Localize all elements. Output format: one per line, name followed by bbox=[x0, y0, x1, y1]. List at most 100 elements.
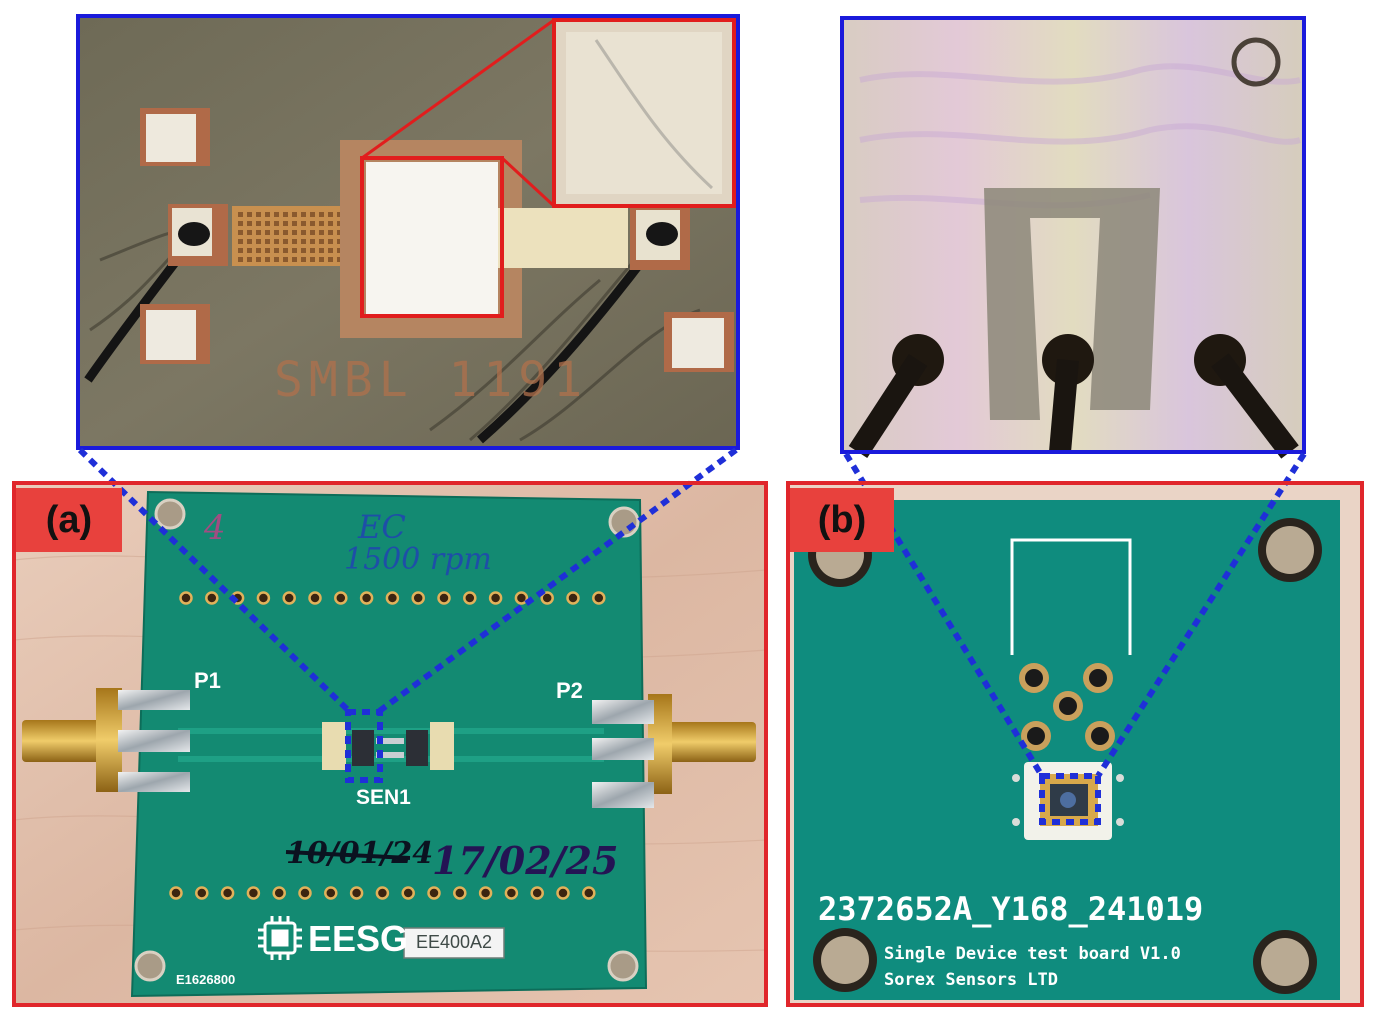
mesh-cell bbox=[283, 221, 288, 226]
mesh-cell bbox=[247, 230, 252, 235]
board-manufacturer: Sorex Sensors LTD bbox=[884, 970, 1058, 990]
handwriting-ec: EC bbox=[358, 508, 406, 546]
header-hole bbox=[427, 886, 441, 900]
mesh-cell bbox=[256, 230, 261, 235]
header-hole bbox=[272, 886, 286, 900]
header-hole bbox=[205, 591, 219, 605]
mesh-cell bbox=[274, 212, 279, 217]
mesh-cell bbox=[265, 212, 270, 217]
panel-b-board-photo bbox=[788, 483, 1362, 1005]
mesh-cell bbox=[283, 230, 288, 235]
port-p1-label: P1 bbox=[194, 668, 221, 693]
header-hole bbox=[411, 591, 425, 605]
mesh-cell bbox=[337, 257, 342, 262]
mesh-cell bbox=[328, 239, 333, 244]
header-hole bbox=[246, 886, 261, 900]
mesh-cell bbox=[337, 230, 342, 235]
mesh-cell bbox=[328, 212, 333, 217]
port-p2-label: P2 bbox=[556, 678, 583, 703]
date-crossed-out: 10/01/24 bbox=[286, 836, 434, 871]
mesh-cell bbox=[301, 230, 306, 235]
mesh-cell bbox=[238, 212, 243, 217]
header-hole bbox=[298, 886, 312, 900]
mesh-cell bbox=[265, 221, 270, 226]
mesh-cell bbox=[265, 230, 270, 235]
mesh-cell bbox=[283, 248, 288, 253]
mesh-cell bbox=[319, 257, 324, 262]
mesh-cell bbox=[274, 248, 279, 253]
mesh-cell bbox=[328, 230, 333, 235]
panel-a-label: (a) bbox=[16, 488, 122, 552]
mesh-cell bbox=[247, 248, 252, 253]
mesh-cell bbox=[238, 221, 243, 226]
mesh-cell bbox=[319, 230, 324, 235]
header-hole bbox=[478, 886, 493, 900]
mesh-cell bbox=[265, 248, 270, 253]
panel-b-micrograph bbox=[840, 16, 1306, 459]
mesh-cell bbox=[328, 248, 333, 253]
mesh-cell bbox=[310, 257, 315, 262]
header-hole bbox=[437, 591, 451, 605]
mesh-cell bbox=[319, 239, 324, 244]
mesh-cell bbox=[337, 221, 342, 226]
mesh-cell bbox=[292, 212, 297, 217]
mesh-cell bbox=[337, 239, 342, 244]
board-serial: E1626800 bbox=[176, 972, 236, 987]
sensor-label: SEN1 bbox=[356, 786, 411, 809]
mesh-cell bbox=[247, 221, 252, 226]
header-hole bbox=[308, 591, 322, 605]
date-current: 17/02/25 bbox=[432, 838, 619, 883]
header-hole bbox=[514, 591, 529, 605]
heater-trace bbox=[984, 188, 1160, 420]
mesh-cell bbox=[337, 212, 342, 217]
mesh-cell bbox=[274, 239, 279, 244]
mesh-cell bbox=[292, 239, 297, 244]
header-hole bbox=[463, 591, 477, 605]
board-code-text: EE400A2 bbox=[415, 932, 493, 952]
mesh-cell bbox=[337, 248, 342, 253]
header-hole bbox=[504, 886, 519, 900]
mesh-cell bbox=[256, 257, 261, 262]
mesh-cell bbox=[319, 221, 324, 226]
panel-a-board-photo bbox=[13, 483, 767, 1005]
header-hole bbox=[169, 886, 183, 900]
eesg-logo-text: EESG bbox=[308, 918, 409, 959]
mesh-cell bbox=[319, 248, 324, 253]
mesh-cell bbox=[301, 221, 306, 226]
device-package bbox=[1012, 762, 1124, 840]
mesh-cell bbox=[310, 239, 315, 244]
header-hole bbox=[359, 591, 374, 605]
header-hole bbox=[556, 886, 570, 900]
mesh-cell bbox=[283, 257, 288, 262]
header-hole bbox=[334, 591, 348, 605]
part-number: 2372652A_Y168_241019 bbox=[818, 890, 1204, 928]
chip-logo-icon bbox=[258, 916, 302, 960]
mesh-cell bbox=[274, 257, 279, 262]
header-hole bbox=[530, 886, 544, 900]
header-hole bbox=[401, 886, 415, 900]
header-holes-bottom bbox=[169, 886, 596, 900]
mesh-cell bbox=[274, 221, 279, 226]
mesh-cell bbox=[301, 239, 306, 244]
mesh-cell bbox=[238, 230, 243, 235]
mesh-cell bbox=[301, 248, 306, 253]
header-hole bbox=[324, 886, 338, 900]
mesh-cell bbox=[283, 239, 288, 244]
board-description: Single Device test board V1.0 bbox=[884, 944, 1181, 964]
mesh-cell bbox=[292, 230, 297, 235]
bond-pads-right bbox=[630, 204, 734, 372]
mesh-cell bbox=[256, 221, 261, 226]
header-hole bbox=[220, 886, 235, 900]
mesh-cell bbox=[310, 230, 315, 235]
sma-connector-left bbox=[22, 688, 190, 792]
header-hole bbox=[256, 591, 271, 605]
mesh-cell bbox=[238, 239, 243, 244]
header-hole bbox=[375, 886, 390, 900]
header-hole bbox=[349, 886, 364, 900]
mesh-cell bbox=[247, 257, 252, 262]
zoom-leader-lines bbox=[77, 447, 1307, 825]
mesh-cell bbox=[265, 257, 270, 262]
mesh-cell bbox=[292, 257, 297, 262]
